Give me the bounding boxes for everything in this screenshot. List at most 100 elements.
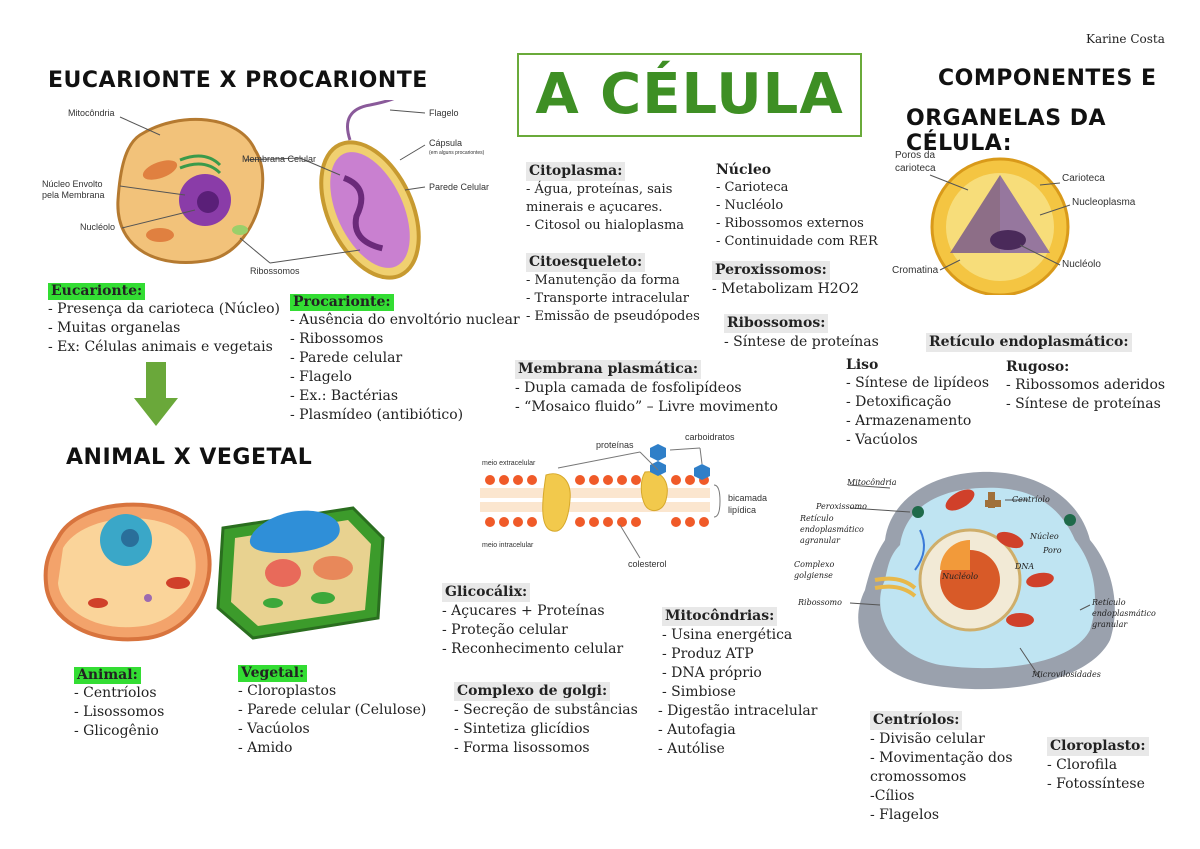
list-item: - Parede celular [290, 350, 403, 366]
mitocondrias-section: Mitocôndrias: - Usina energética - Produ… [662, 605, 792, 702]
list-item: - Plasmídeo (antibiótico) [290, 407, 464, 423]
list-item: - Carioteca [716, 180, 789, 195]
list-item: - Metabolizam H2O2 [712, 281, 860, 297]
eucarionte-list: - Presença da carioteca (Núcleo) - Muita… [48, 300, 280, 357]
citoesqueleto-section: Citoesqueleto: - Manutenção da forma - T… [526, 251, 700, 326]
list-item: - Amido [238, 740, 293, 756]
list-item: - Reconhecimento celular [442, 641, 624, 657]
reticulo-heading-wrap: Retículo endoplasmático: [926, 331, 1132, 352]
centriolos-heading: Centríolos: [870, 711, 963, 730]
peroxissomos-heading: Peroxissomos: [712, 261, 830, 280]
cell-label-ret-granular-2: endoplasmático [1092, 609, 1156, 618]
list-item: - Autólise [658, 741, 725, 757]
cell-label-ret-agranular-2: endoplasmático [800, 525, 864, 534]
nucleo-heading: Núcleo [716, 162, 772, 178]
procarionte-heading: Procarionte: [290, 294, 394, 311]
list-item: - Transporte intracelular [526, 291, 689, 306]
cell-label-microvilosidades: Microvilosidades [1032, 670, 1101, 679]
prok-label-parede: Parede Celular [429, 182, 490, 192]
citoplasma-heading: Citoplasma: [526, 162, 626, 181]
citoplasma-section: Citoplasma: - Água, proteínas, sais mine… [526, 160, 696, 235]
list-item: - Fotossíntese [1047, 776, 1145, 792]
list-item: - Cloroplastos [238, 683, 337, 699]
citoesqueleto-list: - Manutenção da forma - Transporte intra… [526, 272, 700, 326]
list-item: - Simbiose [662, 684, 736, 700]
list-item: - Proteção celular [442, 622, 568, 638]
eucarionte-heading: Eucarionte: [48, 283, 146, 300]
list-item: - Secreção de substâncias [454, 702, 638, 718]
euk-label-mitocondria: Mitocôndria [68, 108, 115, 118]
list-item: - Divisão celular [870, 731, 985, 747]
peroxissomos-list: - Metabolizam H2O2 [712, 280, 859, 299]
animal-vegetal-illustration [43, 502, 385, 642]
list-item: - Síntese de proteínas [724, 334, 879, 350]
glicocalix-heading: Glicocálix: [442, 583, 531, 602]
membrane-label-lipidica: lipídica [728, 505, 757, 515]
euk-label-ribossomos: Ribossomos [250, 266, 300, 276]
list-item: - Dupla camada de fosfolipídeos [515, 380, 742, 396]
procarionte-list: - Ausência do envoltório nuclear - Ribos… [290, 311, 520, 425]
cell-svg [847, 471, 1115, 690]
prok-label-capsula: Cápsula [429, 138, 463, 148]
cloroplasto-list: - Clorofila - Fotossíntese [1047, 756, 1149, 794]
list-item: - Ribossomos externos [716, 216, 864, 231]
list-item: - Citosol ou hialoplasma [526, 218, 685, 233]
ribossomos-list: - Síntese de proteínas [724, 333, 879, 352]
list-item: - Parede celular (Celulose) [238, 702, 427, 718]
vegetal-heading: Vegetal: [238, 665, 308, 682]
nucleo-list: - Carioteca - Nucléolo - Ribossomos exte… [716, 179, 878, 251]
list-item: - Síntese de proteínas [1006, 396, 1161, 412]
title-animal-vs-vegetal: ANIMAL X VEGETAL [66, 445, 313, 470]
membrane-diagram: proteínas carboidratos meio extracelular… [480, 430, 780, 580]
title-euk-vs-prok: EUCARIONTE X PROCARIONTE [48, 68, 428, 93]
list-item: minerais e açucares. [526, 200, 663, 215]
mitocondrias-list: - Usina energética - Produz ATP - DNA pr… [662, 626, 792, 702]
list-item: cromossomos [870, 769, 967, 785]
list-item: - Vacúolos [846, 432, 918, 448]
nucleus-label-nucleolo: Nucléolo [1062, 259, 1101, 270]
list-item: - Autofagia [658, 722, 736, 738]
cloroplasto-section: Cloroplasto: - Clorofila - Fotossíntese [1047, 735, 1149, 794]
prok-label-capsula-note: (em alguns procariontes) [429, 150, 485, 156]
cell-label-ret-agranular-1: Retículo [800, 514, 834, 523]
list-item: - Ribossomos aderidos [1006, 377, 1166, 393]
list-item: - Muitas organelas [48, 320, 181, 336]
membrane-label-bicamada: bicamada [728, 493, 768, 503]
membrana-heading: Membrana plasmática: [515, 360, 702, 379]
glicocalix-list: - Açucares + Proteínas - Proteção celula… [442, 602, 623, 659]
cell-diagram: Mitocôndria Peroxissomo Retículo endopla… [790, 460, 1170, 700]
membrane-label-extracelular: meio extracelular [482, 460, 536, 467]
list-item: - Vacúolos [238, 721, 310, 737]
animal-heading: Animal: [74, 667, 141, 684]
list-item: - Forma lisossomos [454, 740, 590, 756]
reticulo-rugoso-heading: Rugoso: [1006, 359, 1070, 375]
membrana-list: - Dupla camada de fosfolipídeos - “Mosai… [515, 379, 778, 417]
list-item: - Nucléolo [716, 198, 784, 213]
list-item: - “Mosaico fluido” – Livre movimento [515, 399, 778, 415]
list-item: - Sintetiza glicídios [454, 721, 590, 737]
nucleus-label-cromatina: Cromatina [892, 265, 939, 276]
cell-label-peroxissomo: Peroxissomo [816, 502, 867, 511]
euk-label-nucleo: Núcleo Envolto [42, 179, 103, 189]
membrane-label-colesterol: colesterol [628, 559, 667, 569]
list-item: - Ex.: Bactérias [290, 388, 399, 404]
euk-prok-illustration: Mitocôndria Núcleo Envolto pela Membrana… [40, 93, 500, 280]
list-item: - Presença da carioteca (Núcleo) [48, 301, 281, 317]
membrane-label-proteinas: proteínas [596, 440, 634, 450]
centriolos-list: - Divisão celular - Movimentação dos cro… [870, 730, 1030, 825]
vegetal-list: - Cloroplastos - Parede celular (Celulos… [238, 682, 426, 758]
arrow-down-icon [134, 362, 178, 426]
cell-label-nucleolo: Nucléolo [942, 572, 979, 581]
list-item: - Clorofila [1047, 757, 1118, 773]
reticulo-heading: Retículo endoplasmático: [926, 333, 1132, 352]
cell-label-centriolo: Centríolo [1012, 495, 1050, 504]
list-item: - DNA próprio [662, 665, 762, 681]
vegetal-section: Vegetal: - Cloroplastos - Parede celular… [238, 662, 426, 758]
nucleus-diagram: Poros da carioteca Carioteca Nucleoplasm… [890, 145, 1180, 297]
cell-label-dna: DNA [1015, 562, 1035, 571]
nucleus-label-carioteca-l: carioteca [895, 163, 936, 174]
membrane-label-intracelular: meio intracelular [482, 542, 534, 549]
peroxissomos-section: Peroxissomos: - Metabolizam H2O2 [712, 259, 859, 299]
list-item: - Água, proteínas, sais [526, 182, 673, 197]
euk-label-nucleolo: Nucléolo [80, 222, 116, 232]
